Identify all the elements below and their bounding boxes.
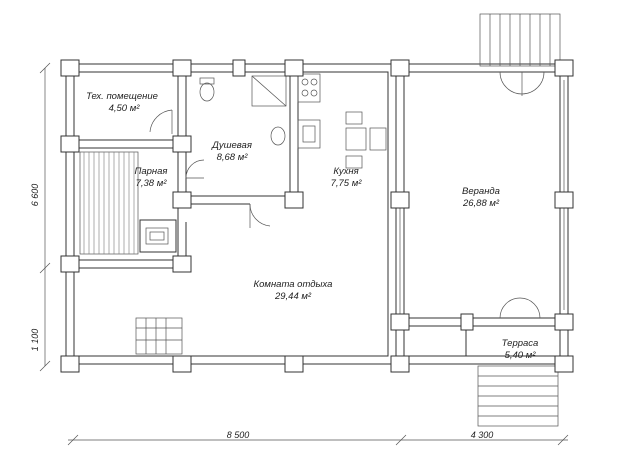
room-area-shower: 8,68 м² xyxy=(217,152,249,163)
kitchen-fixtures xyxy=(297,73,387,169)
stairs xyxy=(135,317,183,355)
room-name-lounge: Комната отдыха xyxy=(254,279,333,290)
veranda-doors xyxy=(499,71,545,319)
left-dimension-line xyxy=(39,62,51,372)
steps-bottom xyxy=(477,365,559,427)
room-area-steam: 7,38 м² xyxy=(136,178,168,189)
bottom-dimension-line xyxy=(67,434,569,446)
room-area-veranda: 26,88 м² xyxy=(462,198,500,209)
dim-width-veranda: 4 300 xyxy=(471,430,494,440)
room-area-lounge: 29,44 м² xyxy=(274,291,312,302)
sauna-stove xyxy=(139,219,177,253)
dim-height-lower: 1 100 xyxy=(30,329,40,352)
veranda-frame xyxy=(395,63,569,365)
room-name-shower: Душевая xyxy=(211,140,252,151)
dim-width-main: 8 500 xyxy=(227,430,250,440)
room-area-kitchen: 7,75 м² xyxy=(331,178,363,189)
steps-top xyxy=(479,13,561,67)
room-name-tech: Тех. помещение xyxy=(86,91,158,102)
steam-room-door xyxy=(185,159,205,179)
room-name-steam: Парная xyxy=(134,166,167,177)
tech-room-door xyxy=(149,109,173,134)
room-area-tech: 4,50 м² xyxy=(109,103,141,114)
log-posts xyxy=(60,59,574,373)
shower-door xyxy=(249,203,271,228)
shower-fixtures xyxy=(199,75,287,146)
steam-room-bench xyxy=(79,151,139,255)
dim-height-main: 6 600 xyxy=(30,184,40,207)
room-name-terrace: Терраса xyxy=(502,338,539,349)
room-name-veranda: Веранда xyxy=(462,186,500,197)
room-area-terrace: 5,40 м² xyxy=(505,350,537,361)
room-name-kitchen: Кухня xyxy=(333,166,358,177)
